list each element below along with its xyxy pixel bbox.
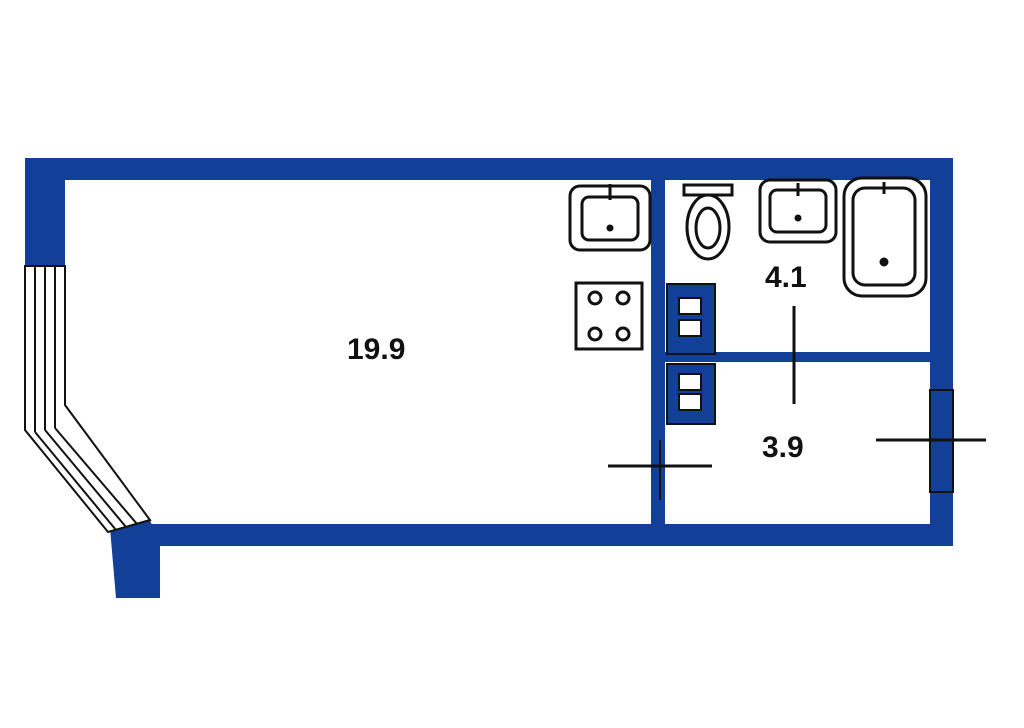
room-area-main: 19.9 [347,333,405,366]
wardrobe-icon [666,283,716,425]
door-icon [608,306,986,500]
window-icon [24,265,152,534]
bathtub-icon [842,176,928,298]
stove-icon [574,281,644,351]
toilet-icon [682,183,734,261]
kitchen-sink-icon [568,184,652,252]
room-area-hallway: 3.9 [762,431,804,464]
bathroom-sink-icon [758,178,838,244]
room-area-bathroom: 4.1 [765,261,807,294]
